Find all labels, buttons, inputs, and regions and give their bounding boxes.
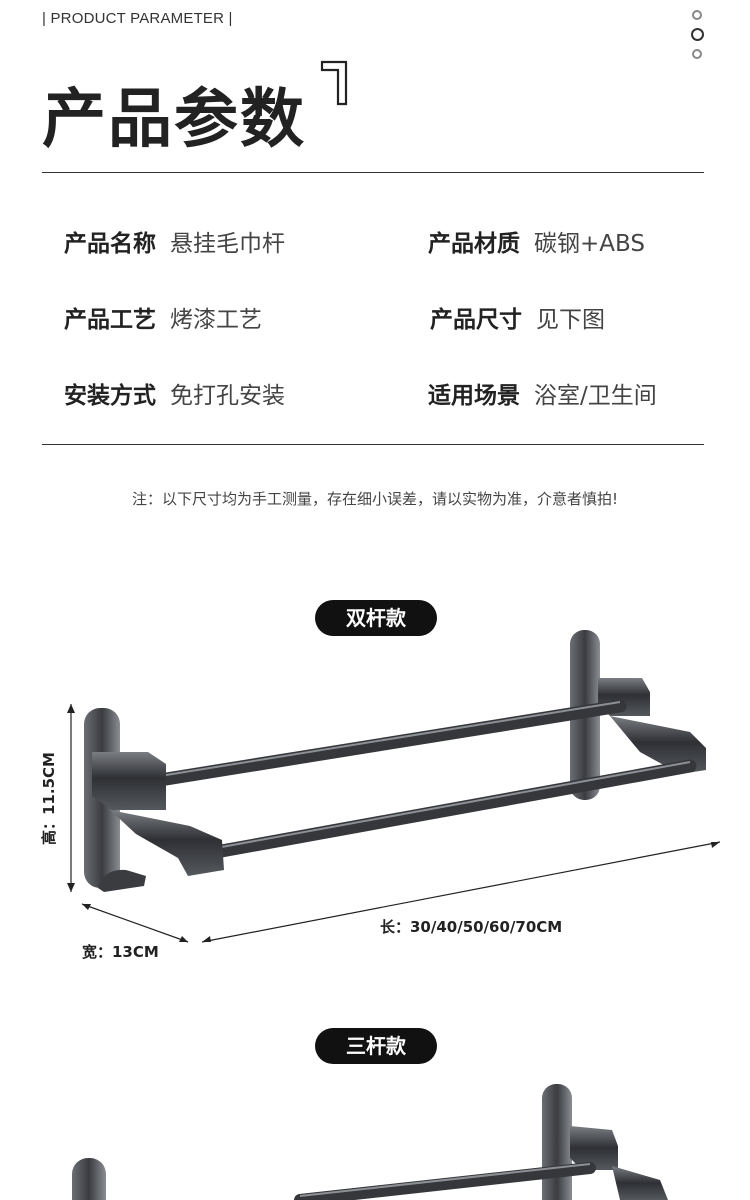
length-label: 长：30/40/50/60/70CM <box>380 918 563 936</box>
param-value: 浴室/卫生间 <box>534 383 657 409</box>
header-tag: | PRODUCT PARAMETER | <box>42 10 233 27</box>
page-dot-1 <box>692 10 702 20</box>
param-material: 产品材质碳钢+ABS <box>428 224 645 258</box>
width-label: 宽：13CM <box>82 943 159 961</box>
param-key: 安装方式 <box>64 383 156 409</box>
measurement-note: 注：以下尺寸均为手工测量，存在细小误差，请以实物为准，介意者慎拍! <box>131 490 619 508</box>
param-install: 安装方式免打孔安装 <box>64 376 285 410</box>
divider-bottom <box>42 444 704 445</box>
param-value: 免打孔安装 <box>170 383 285 409</box>
towel-rack-double-image <box>67 630 721 943</box>
param-key: 产品尺寸 <box>430 307 522 333</box>
param-process: 产品工艺烤漆工艺 <box>64 300 262 334</box>
param-value: 见下图 <box>536 307 605 333</box>
page-title: 产品参数 <box>42 83 306 157</box>
param-size: 产品尺寸见下图 <box>430 300 605 334</box>
variant-label-triple: 三杆款 <box>315 1028 437 1064</box>
param-key: 适用场景 <box>428 383 520 409</box>
divider-top <box>42 172 704 173</box>
param-key: 产品材质 <box>428 231 520 257</box>
header-tag-text: PRODUCT PARAMETER <box>50 10 225 27</box>
param-scene: 适用场景浴室/卫生间 <box>428 376 657 410</box>
param-product-name: 产品名称悬挂毛巾杆 <box>64 224 285 258</box>
variant-label-double: 双杆款 <box>315 600 437 636</box>
param-value: 碳钢+ABS <box>534 231 645 257</box>
height-label: 高：11.5CM <box>40 752 58 845</box>
towel-rack-triple-image <box>72 1084 668 1200</box>
param-value: 烤漆工艺 <box>170 307 262 333</box>
page-dot-3 <box>692 49 702 59</box>
param-value: 悬挂毛巾杆 <box>170 231 285 257</box>
param-key: 产品工艺 <box>64 307 156 333</box>
page-dot-2 <box>690 28 704 41</box>
title-number-1 <box>320 60 348 106</box>
param-key: 产品名称 <box>64 231 156 257</box>
page-indicator <box>690 10 704 67</box>
